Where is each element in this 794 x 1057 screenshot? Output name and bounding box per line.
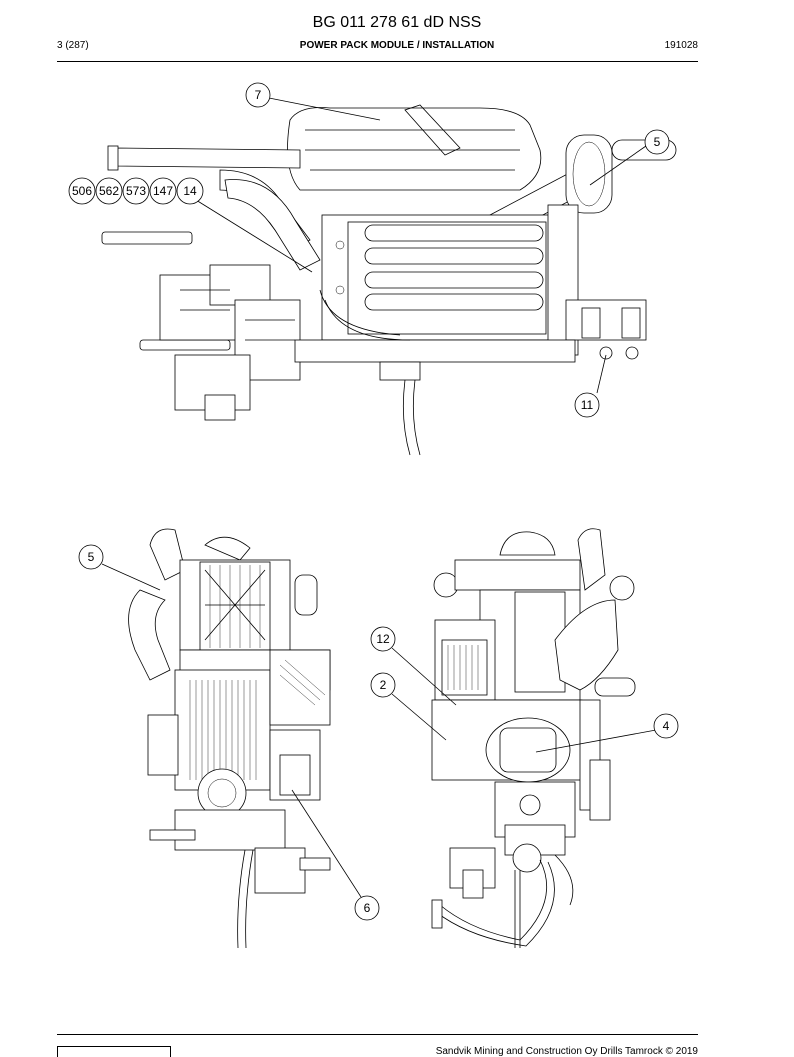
- svg-text:573: 573: [126, 184, 146, 198]
- svg-text:11: 11: [581, 398, 594, 412]
- callout-6: 6: [354, 895, 380, 921]
- callout-11: 11: [574, 392, 600, 418]
- svg-text:4: 4: [663, 719, 670, 733]
- svg-text:14: 14: [183, 184, 197, 198]
- callout-5-top: 5: [644, 129, 670, 155]
- callout-2: 2: [370, 672, 396, 698]
- top-view-drawing: [101, 104, 677, 456]
- svg-text:562: 562: [99, 184, 119, 198]
- document-date: 191028: [664, 40, 698, 51]
- callout-7: 7: [245, 82, 271, 108]
- callout-5-left: 5: [78, 544, 104, 570]
- header-rule: [57, 61, 698, 62]
- callout-562: 562: [95, 177, 123, 205]
- svg-text:12: 12: [376, 632, 390, 646]
- footer-copyright: Sandvik Mining and Construction Oy Drill…: [435, 1046, 698, 1057]
- callout-573: 573: [122, 177, 150, 205]
- svg-text:5: 5: [654, 135, 661, 149]
- section-title: POWER PACK MODULE / INSTALLATION: [299, 40, 495, 51]
- callout-14: 14: [176, 177, 204, 205]
- left-view-drawing: [128, 528, 331, 949]
- svg-text:506: 506: [72, 184, 92, 198]
- footer-rule: [57, 1034, 698, 1035]
- sandvik-logo: [57, 1046, 171, 1057]
- callout-12: 12: [370, 626, 396, 652]
- svg-text:2: 2: [380, 678, 387, 692]
- svg-text:5: 5: [88, 550, 95, 564]
- page-number: 3 (287): [57, 40, 89, 51]
- top-view-leaders: [195, 97, 647, 394]
- right-view-drawing: [431, 528, 636, 948]
- svg-text:6: 6: [364, 901, 371, 915]
- left-view-leaders: [101, 563, 362, 898]
- right-view-leaders: [391, 647, 657, 753]
- callout-506: 506: [68, 177, 96, 205]
- svg-text:147: 147: [153, 184, 173, 198]
- callout-4: 4: [653, 713, 679, 739]
- callout-147: 147: [149, 177, 177, 205]
- svg-text:7: 7: [255, 88, 262, 102]
- document-number: BG 011 278 61 dD NSS: [312, 14, 482, 31]
